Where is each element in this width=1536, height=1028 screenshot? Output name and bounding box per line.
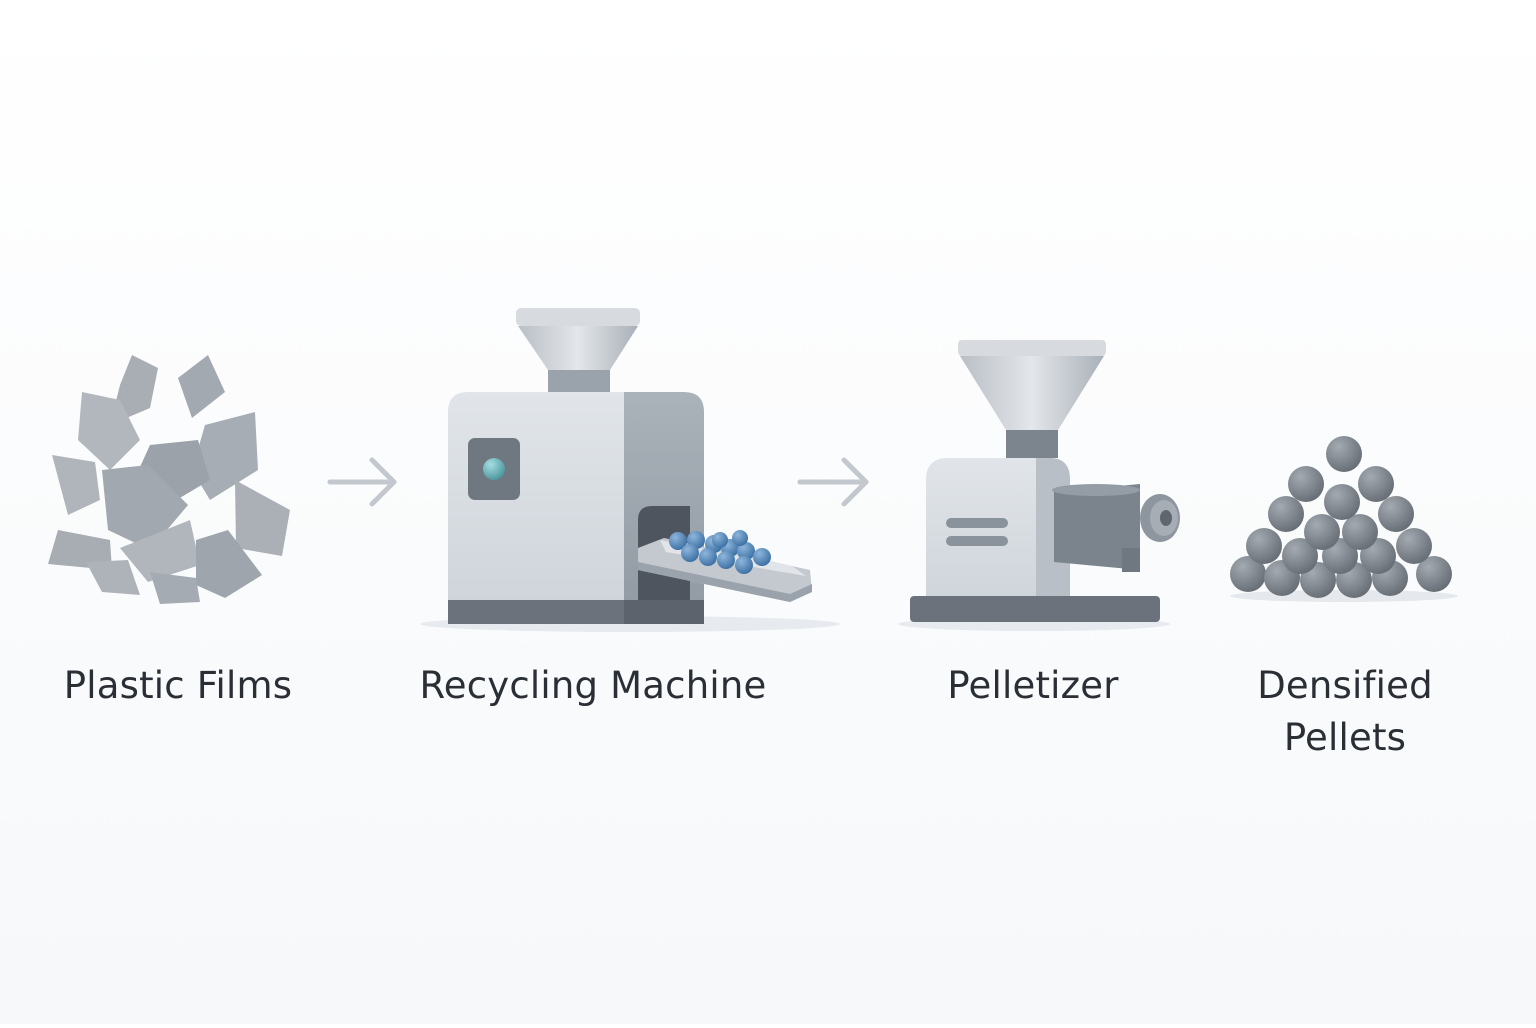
arrow-icon — [797, 457, 869, 507]
vent-slot — [946, 518, 1008, 528]
pellet — [1230, 436, 1452, 598]
recycling-machine-icon — [420, 308, 840, 632]
film-shard — [178, 355, 225, 418]
film-shard — [120, 520, 200, 582]
plastic-film-shards-icon — [48, 355, 290, 604]
hopper-rim — [958, 340, 1106, 356]
pellets-on-conveyor — [669, 530, 771, 574]
step-label-pelletizer: Pelletizer — [900, 660, 1166, 712]
film-shard — [78, 392, 140, 470]
arrow-icon — [327, 457, 397, 507]
label-line: Pelletizer — [947, 664, 1119, 707]
label-line: Recycling Machine — [419, 664, 767, 707]
label-line: Densified — [1257, 664, 1433, 707]
indicator-light — [483, 458, 505, 480]
hopper-rim — [516, 308, 640, 326]
hopper-neck — [1006, 430, 1058, 458]
film-shard — [196, 530, 262, 598]
extruder-barrel-top — [1052, 484, 1140, 496]
label-line: Pellets — [1283, 716, 1407, 759]
film-shard — [52, 455, 100, 515]
pelletizer-icon — [898, 340, 1180, 631]
film-shard — [102, 465, 188, 550]
step-label-recycling-machine: Recycling Machine — [392, 660, 794, 712]
film-shard — [150, 572, 200, 604]
film-shard — [235, 480, 290, 556]
hopper-cone — [518, 326, 638, 370]
vent-slot — [946, 536, 1008, 546]
conveyor-edge — [638, 562, 812, 602]
extruder-spout — [1122, 548, 1140, 572]
hopper-neck — [548, 370, 610, 394]
label-line: Plastic Films — [63, 664, 293, 707]
die-hole — [1160, 510, 1172, 526]
step-label-plastic-films: Plastic Films — [20, 660, 336, 712]
machine-base-side — [624, 600, 704, 624]
film-shard — [48, 530, 112, 570]
step-label-densified-pellets: Densified Pellets — [1214, 660, 1476, 764]
hopper-cone — [960, 356, 1104, 430]
pelletizer-base — [910, 596, 1160, 622]
pellet-pile-icon — [1230, 436, 1458, 602]
extruder-barrel — [1054, 484, 1140, 570]
film-shard — [86, 560, 140, 595]
